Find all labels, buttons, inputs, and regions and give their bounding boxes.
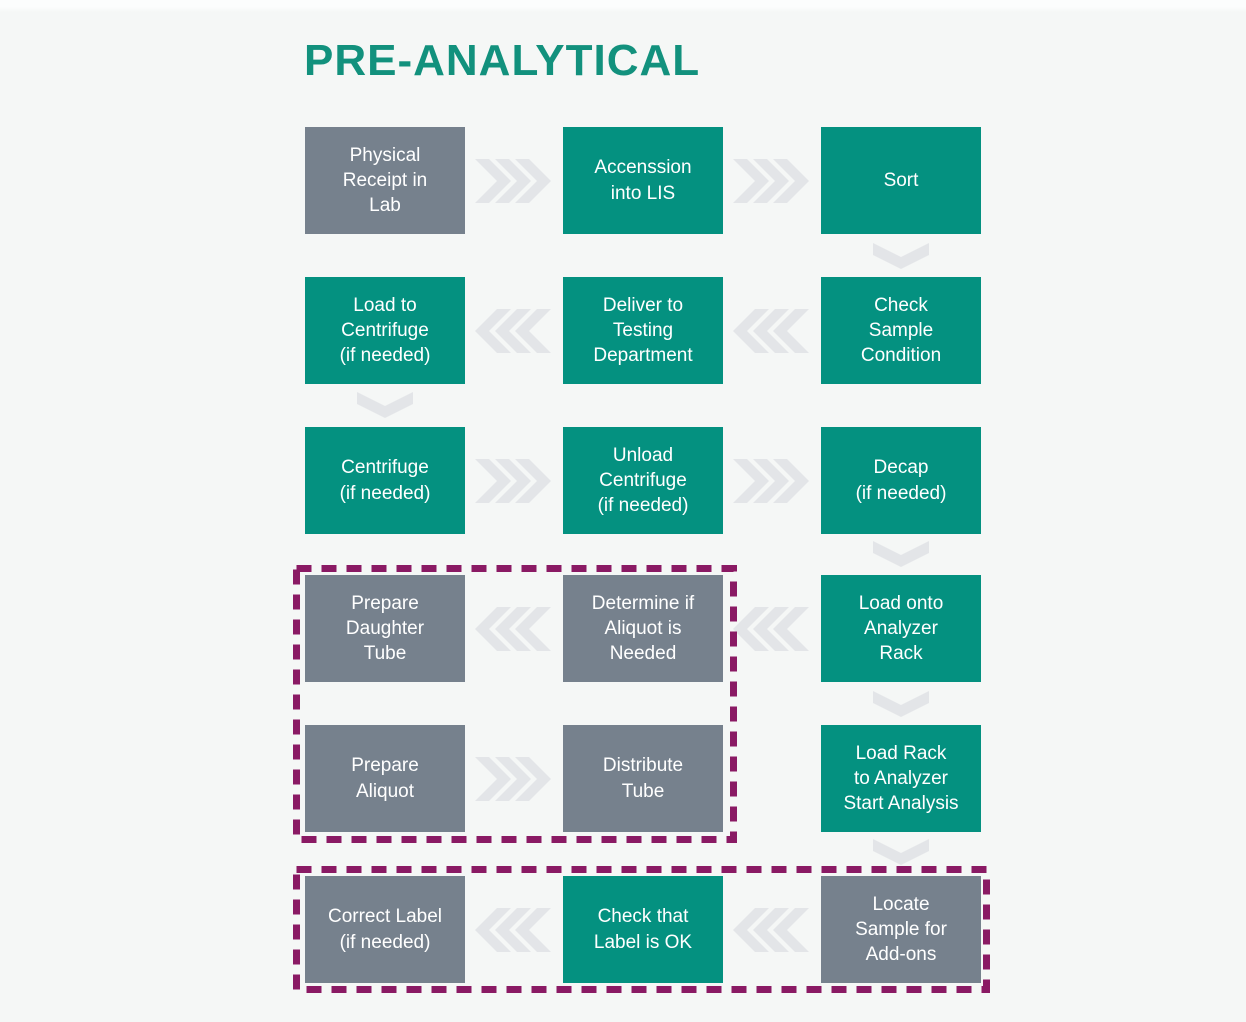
chevron-left-arrow-icon	[475, 908, 551, 952]
chevron-right-arrow-icon	[475, 459, 551, 503]
node-physical-receipt-in-lab: Physical Receipt in Lab	[305, 127, 465, 234]
node-check-sample-condition: Check Sample Condition	[821, 277, 981, 384]
chevron-down-arrow-icon	[873, 541, 929, 567]
chevron-right-arrow-icon	[475, 757, 551, 801]
node-accenssion-into-lis: Accenssion into LIS	[563, 127, 723, 234]
node-determine-if-aliquot-is-needed: Determine if Aliquot is Needed	[563, 575, 723, 682]
node-load-onto-analyzer-rack: Load onto Analyzer Rack	[821, 575, 981, 682]
chevron-down-arrow-icon	[873, 691, 929, 717]
node-load-rack-to-analyzer: Load Rack to Analyzer Start Analysis	[821, 725, 981, 832]
chevron-right-arrow-icon	[475, 159, 551, 203]
node-load-to-centrifuge: Load to Centrifuge (if needed)	[305, 277, 465, 384]
node-sort: Sort	[821, 127, 981, 234]
chevron-left-arrow-icon	[733, 908, 809, 952]
node-unload-centrifuge: Unload Centrifuge (if needed)	[563, 427, 723, 534]
page-title: PRE-ANALYTICAL	[304, 36, 701, 85]
chevron-left-arrow-icon	[475, 309, 551, 353]
chevron-right-arrow-icon	[733, 159, 809, 203]
node-centrifuge: Centrifuge (if needed)	[305, 427, 465, 534]
chevron-left-arrow-icon	[733, 607, 809, 651]
node-prepare-aliquot: Prepare Aliquot	[305, 725, 465, 832]
node-deliver-to-testing-department: Deliver to Testing Department	[563, 277, 723, 384]
node-prepare-daughter-tube: Prepare Daughter Tube	[305, 575, 465, 682]
chevron-left-arrow-icon	[733, 309, 809, 353]
chevron-down-arrow-icon	[873, 243, 929, 269]
chevron-right-arrow-icon	[733, 459, 809, 503]
node-check-that-label-is-ok: Check that Label is OK	[563, 876, 723, 983]
node-locate-sample-for-add-ons: Locate Sample for Add-ons	[821, 876, 981, 983]
node-distribute-tube: Distribute Tube	[563, 725, 723, 832]
chevron-left-arrow-icon	[475, 607, 551, 651]
node-decap: Decap (if needed)	[821, 427, 981, 534]
chevron-down-arrow-icon	[357, 392, 413, 418]
node-correct-label: Correct Label (if needed)	[305, 876, 465, 983]
chevron-down-arrow-icon	[873, 839, 929, 865]
